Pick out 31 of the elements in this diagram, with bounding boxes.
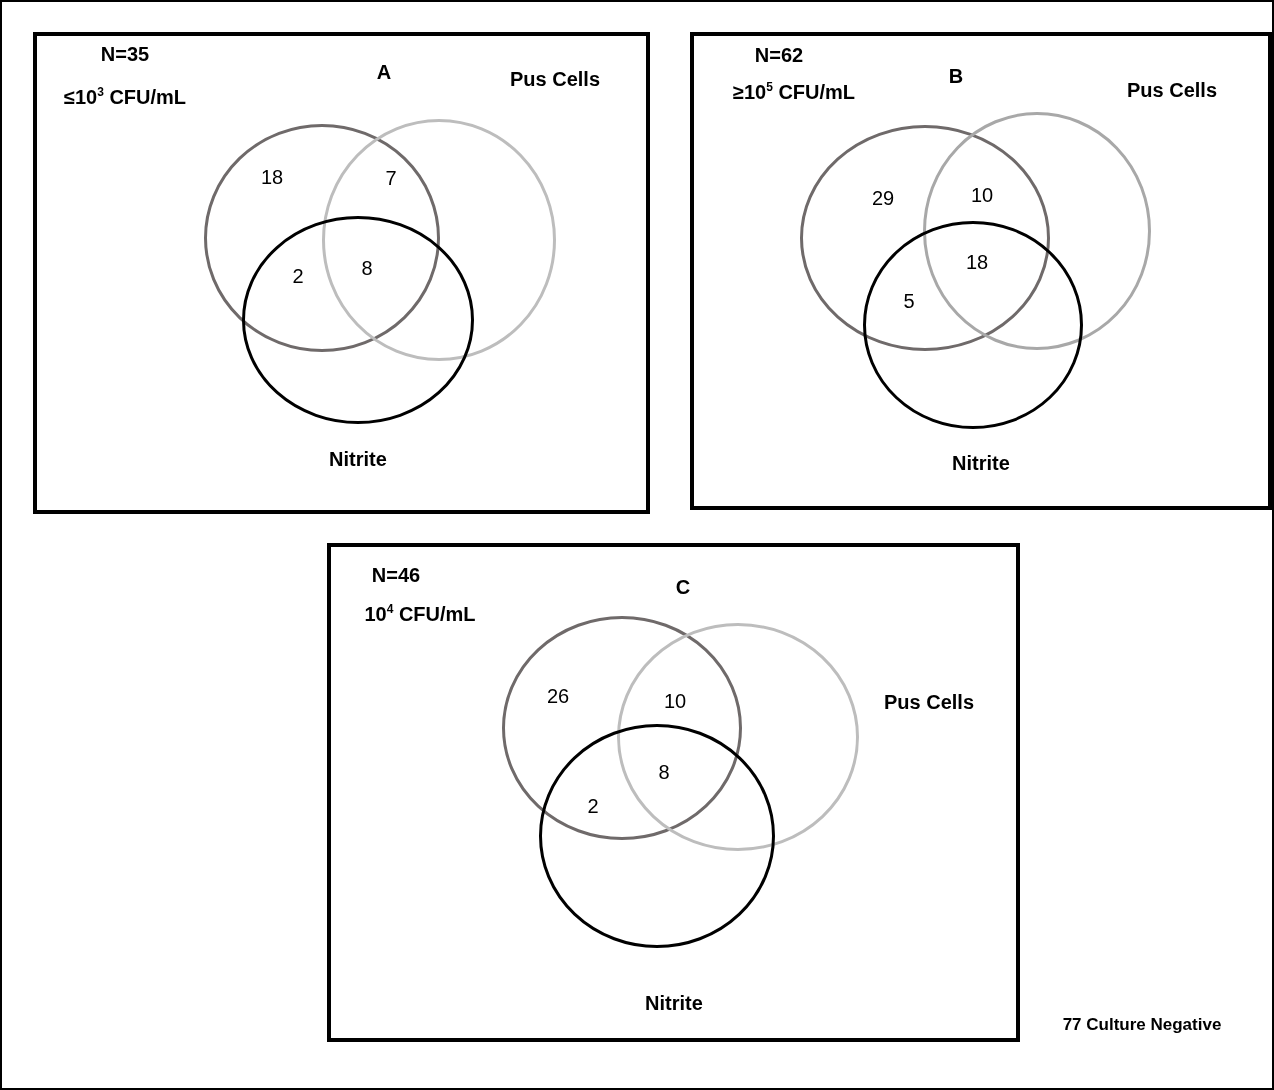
- region-count: 18: [965, 250, 989, 274]
- region-count: 10: [970, 183, 994, 207]
- venn-panel: [33, 32, 650, 514]
- region-count: 29: [871, 186, 895, 210]
- set-label: Pus Cells: [510, 67, 600, 91]
- region-count: 7: [385, 166, 397, 190]
- set-label: Pus Cells: [1127, 78, 1217, 102]
- region-count: 2: [587, 794, 599, 818]
- set-label: Nitrite: [645, 991, 703, 1015]
- region-count: 8: [658, 760, 670, 784]
- colony-count-label: ≥10$^{5}$ CFU/mL: [732, 80, 856, 104]
- colony-count-label: 10$^{4}$ CFU/mL: [364, 602, 476, 626]
- panel-letter: A: [376, 60, 392, 84]
- region-count: 10: [663, 689, 687, 713]
- set-label: Pus Cells: [884, 690, 974, 714]
- region-count: 5: [903, 289, 915, 313]
- region-count: 26: [546, 684, 570, 708]
- note: 77 Culture Negative: [1062, 1015, 1222, 1035]
- sample-count: N=35: [100, 42, 150, 66]
- panel-letter: B: [948, 64, 964, 88]
- colony-count-label: ≤10$^{3}$ CFU/mL: [63, 85, 187, 109]
- sample-count: N=62: [754, 43, 804, 67]
- set-label: Nitrite: [952, 451, 1010, 475]
- venn-panel: [690, 32, 1272, 510]
- sample-count: N=46: [371, 563, 421, 587]
- region-count: 18: [260, 165, 284, 189]
- region-count: 8: [361, 256, 373, 280]
- set-label: Nitrite: [329, 447, 387, 471]
- panel-letter: C: [675, 575, 691, 599]
- venn-panel: [327, 543, 1020, 1042]
- region-count: 2: [292, 264, 304, 288]
